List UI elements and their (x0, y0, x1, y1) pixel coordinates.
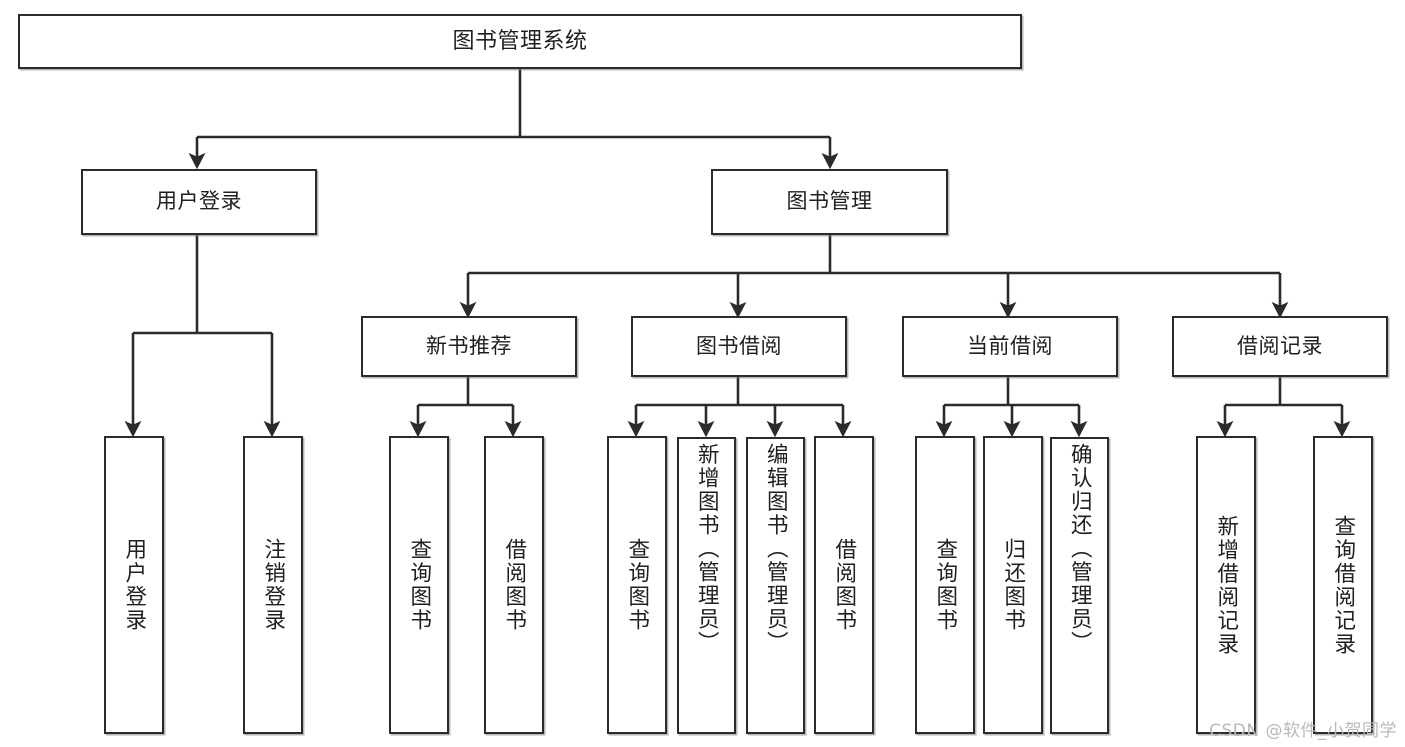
leaf-current-query-book[interactable]: 查询图书 (915, 436, 975, 734)
node-root-system[interactable]: 图书管理系统 (18, 14, 1022, 69)
node-label: 查询借阅记录 (1331, 514, 1356, 656)
node-label: 用户登录 (156, 190, 242, 214)
node-label: 确认归还（管理员） (1068, 443, 1093, 655)
node-user-login[interactable]: 用户登录 (81, 169, 317, 235)
leaf-user-login-login[interactable]: 用户登录 (104, 436, 164, 734)
node-label: 借阅图书 (502, 538, 527, 632)
node-label: 查询图书 (933, 538, 958, 632)
node-label: 归还图书 (1001, 538, 1026, 632)
node-label: 借阅图书 (832, 538, 857, 632)
watermark-text: CSDN @软件_小贺同学 (1209, 721, 1397, 741)
node-current-borrow[interactable]: 当前借阅 (902, 316, 1118, 377)
leaf-record-add-record[interactable]: 新增借阅记录 (1196, 436, 1256, 734)
leaf-borrow-edit-book-admin[interactable]: 编辑图书（管理员） (746, 437, 805, 734)
node-book-management[interactable]: 图书管理 (711, 169, 948, 235)
leaf-borrow-query-book[interactable]: 查询图书 (607, 436, 667, 734)
node-label: 查询图书 (407, 538, 432, 632)
node-label: 查询图书 (625, 538, 650, 632)
leaf-record-query-record[interactable]: 查询借阅记录 (1313, 436, 1373, 734)
node-label: 图书管理系统 (452, 28, 588, 54)
leaf-current-return-book[interactable]: 归还图书 (983, 436, 1043, 734)
node-label: 图书借阅 (696, 334, 782, 358)
node-label: 新增图书（管理员） (695, 443, 720, 655)
node-label: 注销登录 (261, 538, 286, 632)
node-label: 用户登录 (122, 538, 147, 632)
leaf-borrow-borrow-book[interactable]: 借阅图书 (814, 436, 874, 734)
node-borrow-record[interactable]: 借阅记录 (1172, 316, 1388, 377)
node-label: 借阅记录 (1237, 334, 1323, 358)
leaf-recommend-query-book[interactable]: 查询图书 (389, 436, 449, 734)
leaf-user-login-logout[interactable]: 注销登录 (243, 436, 303, 734)
leaf-recommend-borrow-book[interactable]: 借阅图书 (484, 436, 544, 734)
node-label: 新增借阅记录 (1214, 514, 1239, 656)
node-label: 编辑图书（管理员） (764, 443, 789, 655)
leaf-current-confirm-return-admin[interactable]: 确认归还（管理员） (1050, 437, 1109, 734)
node-label: 当前借阅 (967, 334, 1053, 358)
node-label: 图书管理 (786, 190, 873, 214)
node-new-book-recommend[interactable]: 新书推荐 (361, 316, 577, 377)
leaf-borrow-add-book-admin[interactable]: 新增图书（管理员） (677, 437, 736, 734)
node-label: 新书推荐 (426, 334, 512, 358)
node-book-borrow[interactable]: 图书借阅 (631, 316, 847, 377)
